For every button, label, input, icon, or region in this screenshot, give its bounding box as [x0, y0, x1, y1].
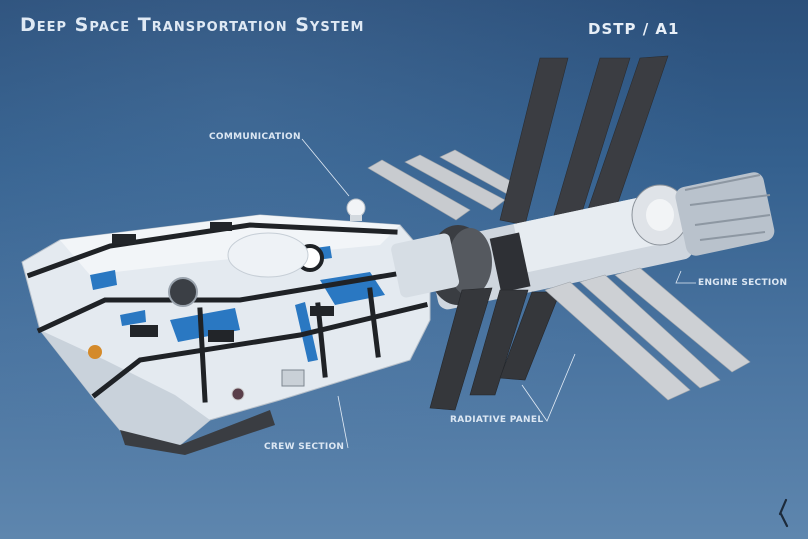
engine-section-leader-line — [675, 270, 696, 284]
vehicle-designation: DSTP / A1 — [588, 20, 680, 38]
radiative-panels-upper-light — [367, 149, 531, 221]
poster-title: Deep Space Transportation System — [20, 14, 365, 36]
crew-section-leader-line — [337, 395, 349, 449]
radiative-panels-lower-light — [544, 267, 751, 401]
radiative-panels-upper-dark — [499, 55, 669, 226]
radiative-panel-leader-line — [521, 353, 576, 422]
callout-leader-lines — [301, 138, 696, 449]
crew-section — [21, 198, 460, 455]
callout-crew-section: CREW SECTION — [264, 442, 345, 452]
callout-communication: COMMUNICATION — [209, 132, 301, 142]
artist-signature-icon — [778, 498, 789, 528]
callout-radiative-panel: RADIATIVE PANEL — [450, 415, 544, 425]
radiative-panels-lower-dark — [429, 287, 561, 411]
communication-leader-line — [301, 138, 350, 197]
callout-engine-section: ENGINE SECTION — [698, 278, 788, 288]
